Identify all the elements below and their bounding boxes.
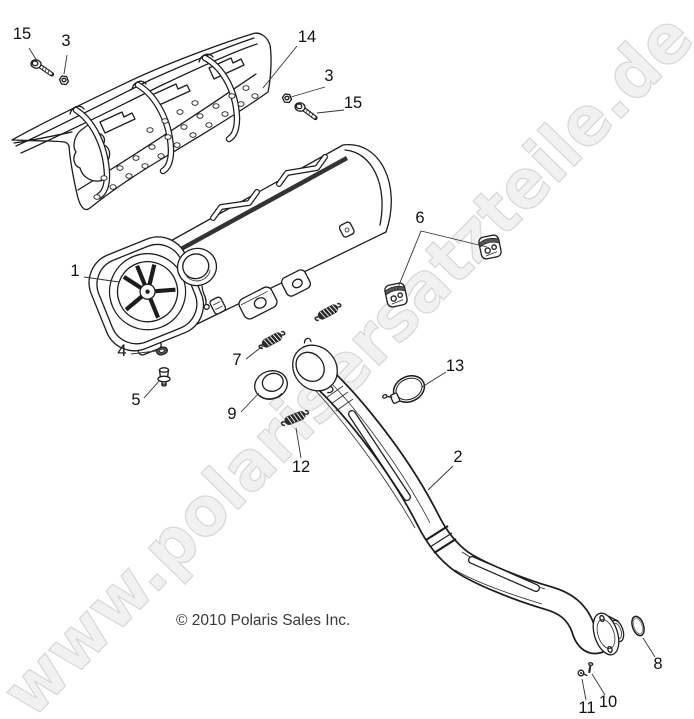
copyright-text: © 2010 Polaris Sales Inc. (176, 612, 350, 629)
callout-label-11: 11 (578, 699, 595, 717)
part-spring-7 (258, 330, 286, 350)
part-spring-7b (314, 302, 342, 322)
callout-label-13: 13 (446, 357, 464, 375)
callout-label-5: 5 (131, 391, 140, 409)
part-heat-shield (11, 32, 272, 211)
part-clamp-6-right (478, 234, 502, 260)
part-clamp-6-left (384, 282, 408, 308)
part-nut-11 (577, 669, 588, 677)
pipe-outlet-flange (592, 612, 625, 656)
callout-label-7: 7 (232, 351, 241, 369)
heat-shield-straps (69, 53, 241, 200)
part-nut-3-right (281, 93, 293, 104)
part-spring-12 (280, 409, 310, 427)
part-nut-4 (156, 346, 168, 356)
muffler-outlet (176, 247, 218, 311)
part-gasket-ring-9 (254, 370, 288, 400)
muffler-seam (171, 156, 348, 256)
muffler-end-cap (88, 236, 205, 356)
callout-label-12: 12 (292, 458, 310, 476)
callout-label-2: 2 (453, 448, 462, 466)
part-o-ring-8 (631, 615, 645, 637)
callout-label-10: 10 (599, 693, 617, 711)
callout-label-1: 1 (70, 262, 79, 280)
callout-label-15-right: 15 (344, 94, 362, 112)
part-bolt-15-left (30, 59, 55, 77)
part-nut-3-left (58, 75, 70, 86)
callout-label-3-right: 3 (324, 67, 333, 85)
callout-label-15-top-left: 15 (13, 25, 31, 43)
leader-lines (28, 45, 656, 701)
part-plug-5 (157, 367, 171, 387)
muffler-hanger-rods (210, 154, 328, 221)
callout-label-8: 8 (653, 655, 662, 673)
callout-label-14: 14 (298, 28, 316, 46)
part-band-clamp-13 (382, 375, 426, 404)
muffler-mount-brackets (209, 221, 355, 320)
pipe-inlet-bell (292, 337, 338, 394)
callout-label-6: 6 (415, 209, 424, 227)
part-exhaust-pipe (292, 337, 625, 656)
heat-shield-perforations (93, 85, 259, 200)
callout-label-4: 4 (117, 342, 126, 360)
callout-label-3-top-left: 3 (61, 32, 70, 50)
part-muffler (88, 144, 392, 356)
part-bolt-15-right (294, 102, 318, 121)
pipe-joint-bands (425, 525, 457, 554)
callout-label-9: 9 (227, 405, 236, 423)
part-screw-10 (588, 662, 594, 674)
